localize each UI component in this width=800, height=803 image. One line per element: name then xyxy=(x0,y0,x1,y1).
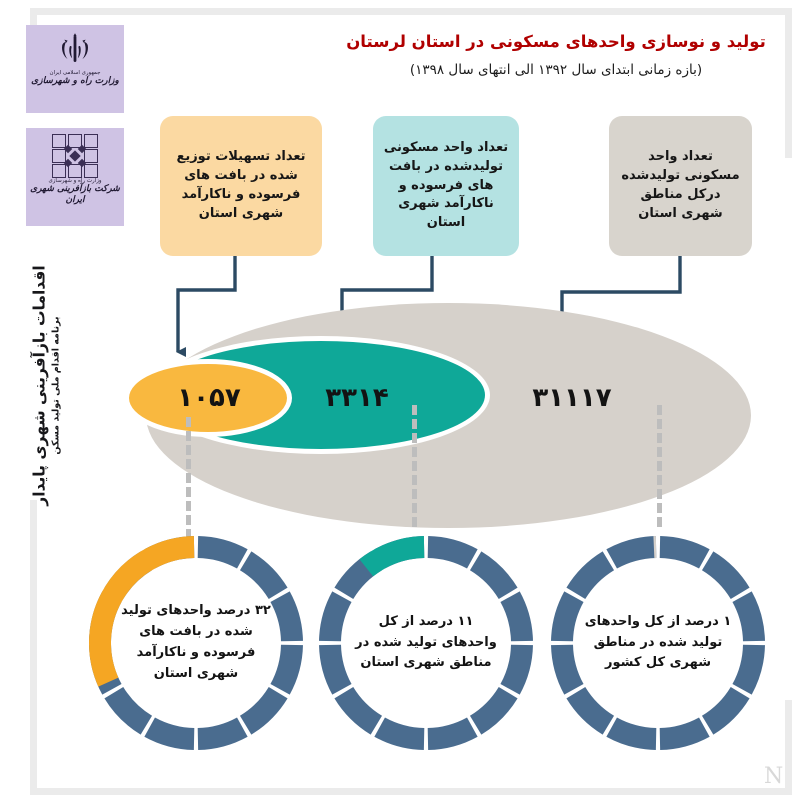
page-subtitle: (بازه زمانی ابتدای سال ۱۳۹۲ الی انتهای س… xyxy=(409,62,703,78)
mosaic-emblem-icon xyxy=(52,134,98,178)
dashed-connector-1 xyxy=(186,417,191,539)
donut-32-caption: ۳۲ درصد واحدهای تولید شده در بافت های فر… xyxy=(121,603,271,681)
frame-border-bottom xyxy=(30,788,792,795)
callout-units-worn-text: تعداد واحد مسکونی تولیدشده در بافت های ف… xyxy=(383,139,509,231)
callout-units-all-urban: تعداد واحد مسکونی تولیدشده درکل مناطق شه… xyxy=(609,116,752,256)
donut-1-ring xyxy=(551,536,765,750)
donut-1-caption: ۱ درصد از کل واحدهای تولید شده در مناطق … xyxy=(584,613,732,671)
donut-11-caption: ۱۱ درصد از کل واحدهای تولید شده در مناطق… xyxy=(355,613,497,671)
dashed-connector-2 xyxy=(412,405,417,527)
value-worn-texture-units: ۳۳۱۴ xyxy=(325,383,389,413)
frame-border-top xyxy=(30,8,792,15)
callout-facilities-text: تعداد تسهیلات توزیع شده در بافت های فرسو… xyxy=(176,149,306,221)
value-facilities-count: ۱۰۵۷ xyxy=(177,383,241,413)
callout-units-urban-text: تعداد واحد مسکونی تولیدشده درکل مناطق شه… xyxy=(621,149,740,221)
vertical-side-label: اقدامات بازآفرینی شهری پایدار برنامه اقد… xyxy=(31,246,62,526)
frame-border-right xyxy=(785,8,792,158)
donut-chart-32-percent: ۳۲ درصد واحدهای تولید شده در بافت های فر… xyxy=(83,530,309,756)
logo-urban-regeneration-company: وزارت راه و شهرسازی شرکت بازآفرینی شهری … xyxy=(26,128,124,226)
side-label-line-1: اقدامات بازآفرینی شهری پایدار xyxy=(30,265,49,506)
frame-border-right-lower xyxy=(785,700,792,795)
iran-emblem-icon xyxy=(61,33,89,62)
side-label-line-2: برنامه اقدام ملی تولید مسکن xyxy=(50,316,62,455)
frame-border-left-lower xyxy=(30,500,37,795)
donut-chart-1-percent: ۱ درصد از کل واحدهای تولید شده در مناطق … xyxy=(545,530,771,756)
logo-2-caption: وزارت راه و شهرسازی شرکت بازآفرینی شهری … xyxy=(26,178,124,205)
dashed-connector-3 xyxy=(657,405,662,527)
logo-1-caption-small: جمهوری اسلامی ایران xyxy=(49,70,101,76)
callout-units-worn-texture: تعداد واحد مسکونی تولیدشده در بافت های ف… xyxy=(373,116,519,256)
watermark: N xyxy=(764,764,784,789)
ellipse-facilities-count xyxy=(124,359,292,437)
logo-2-caption-big: شرکت بازآفرینی شهری ایران xyxy=(30,184,120,205)
logo-1-caption-big: وزارت راه و شهرسازی xyxy=(31,76,119,87)
donut-32-ring xyxy=(89,536,303,750)
donut-11-ring xyxy=(319,536,533,750)
page-title: تولید و نوسازی واحدهای مسکونی در استان ل… xyxy=(346,32,766,51)
arrow-to-orange-ellipse xyxy=(176,256,237,357)
callout-facilities-distributed: تعداد تسهیلات توزیع شده در بافت های فرسو… xyxy=(160,116,322,256)
value-total-urban-units: ۳۱۱۱۷ xyxy=(532,383,612,413)
logo-ministry-roads-urban-development: جمهوری اسلامی ایران وزارت راه و شهرسازی xyxy=(26,25,124,113)
donut-chart-11-percent: ۱۱ درصد از کل واحدهای تولید شده در مناطق… xyxy=(313,530,539,756)
logo-2-caption-small: وزارت راه و شهرسازی xyxy=(48,178,102,184)
logo-1-caption: جمهوری اسلامی ایران وزارت راه و شهرسازی xyxy=(31,70,119,87)
